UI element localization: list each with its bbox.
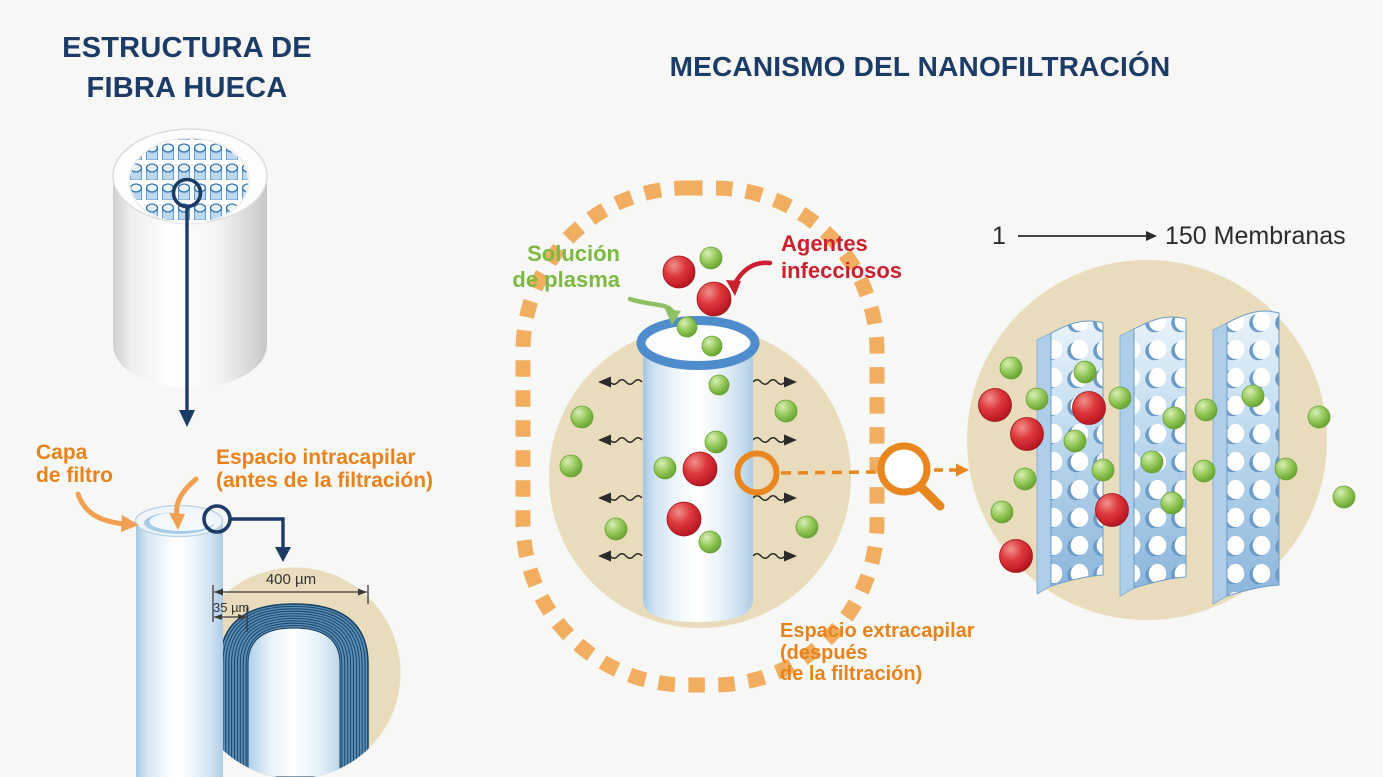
extracapilar-label-line2: (después xyxy=(780,641,868,664)
dashed-capsule-border xyxy=(515,180,885,693)
down-arrow-icon xyxy=(275,547,291,562)
filtered-particles xyxy=(978,356,1356,573)
agentes-label-line2: infecciosos xyxy=(781,258,903,283)
outer-diameter-dimension: 400 µm xyxy=(265,571,317,588)
magnifier-icon xyxy=(877,442,945,511)
capa-arrow-icon xyxy=(75,491,139,532)
single-fiber-tube xyxy=(134,504,224,777)
agentes-label-line1: Agentes xyxy=(781,231,868,256)
wall-thickness-dimension: 35 µm xyxy=(213,600,250,615)
plasma-arrow-icon xyxy=(627,296,681,325)
diffusion-arrows xyxy=(598,376,797,562)
fiber-cross-section xyxy=(189,567,401,777)
zoom-callout-fiber xyxy=(202,504,291,562)
zoom-ring-icon xyxy=(734,450,780,496)
mechanism-title: MECANISMO DEL NANOFILTRACIÓN xyxy=(669,51,1171,82)
capa-label-line1: Capa xyxy=(36,441,88,464)
intracapilar-label-line1: Espacio intracapilar xyxy=(216,446,416,469)
down-arrow-icon xyxy=(179,410,195,427)
dimension-lines xyxy=(212,585,369,632)
intracapilar-label-line2: (antes de la filtración) xyxy=(216,469,434,492)
plasma-label-line1: Solución xyxy=(527,241,620,266)
capa-label: Capa de filtro xyxy=(36,441,113,487)
agentes-label: Agentes infecciosos xyxy=(781,230,902,284)
plasma-label: Solución de plasma xyxy=(480,241,620,293)
left-title-line2: FIBRA HUECA xyxy=(86,72,288,104)
membrane-count-from: 1 xyxy=(992,222,1006,250)
intracapilar-label: Espacio intracapilar (antes de la filtra… xyxy=(216,446,433,492)
capa-label-line2: de filtro xyxy=(36,464,113,487)
extracapilar-label: Espacio extracapilar (después de la filt… xyxy=(780,620,975,686)
left-title-line1: ESTRUCTURA DE xyxy=(62,32,312,64)
membrane-sheets xyxy=(1036,310,1280,605)
plasma-label-line2: de plasma xyxy=(512,267,620,292)
intracapilar-arrow-icon xyxy=(169,476,199,530)
cartridge-illustration xyxy=(112,128,268,388)
extracapilar-label-line3: de la filtración) xyxy=(780,663,923,685)
scale-arrow-icon xyxy=(1018,231,1157,241)
agentes-arrow-icon xyxy=(726,260,773,296)
zoom-callout-top xyxy=(171,177,203,427)
dashed-arrow-right xyxy=(934,463,969,477)
membrane-count-to: 150 Membranas xyxy=(1165,222,1346,250)
left-title: ESTRUCTURA DE FIBRA HUECA xyxy=(37,28,337,108)
plasma-and-agent-particles xyxy=(559,246,819,554)
extracapilar-label-line1: Espacio extracapilar xyxy=(780,620,975,642)
